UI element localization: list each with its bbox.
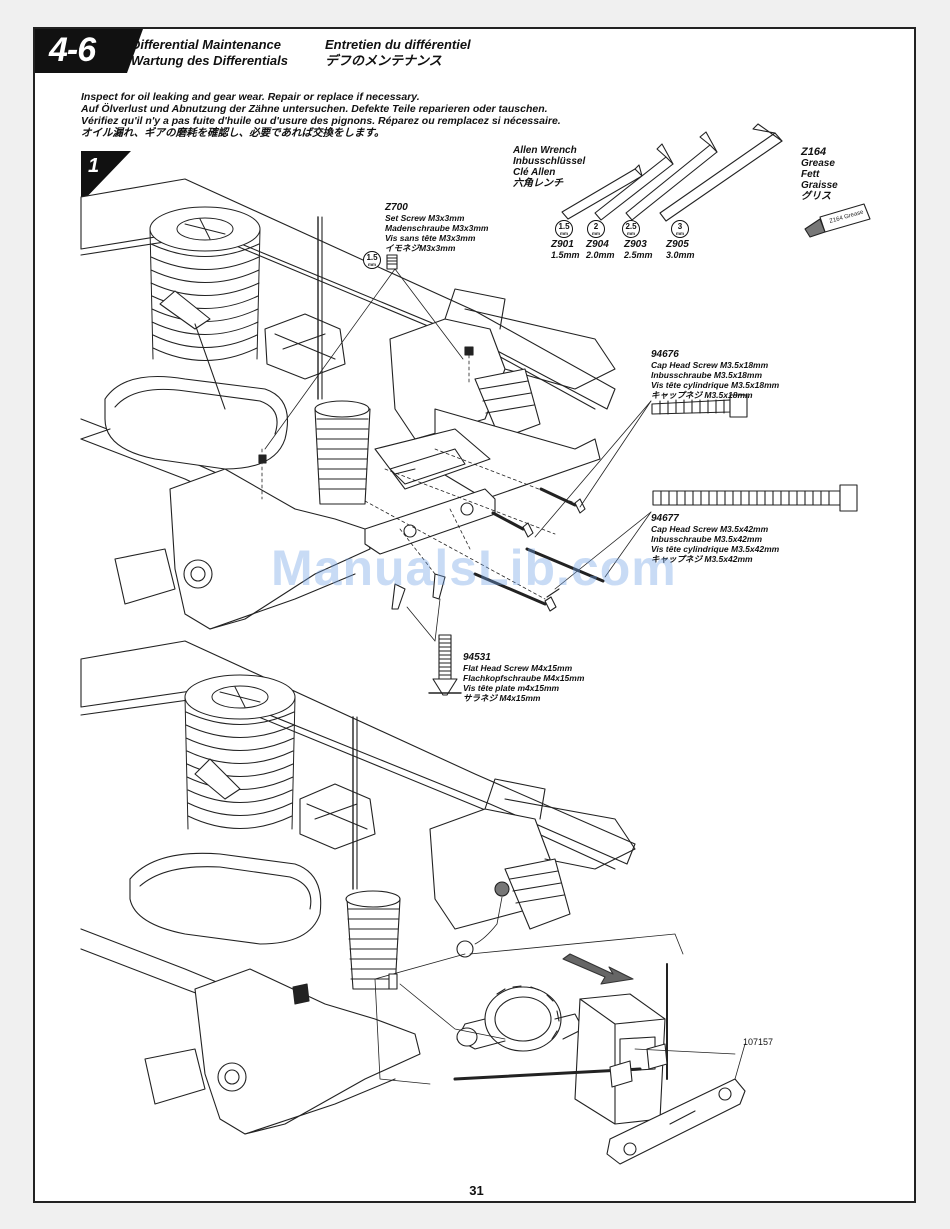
- instruction-de: Auf Ölverlust und Abnutzung der Zähne un…: [81, 103, 548, 115]
- instructions: Inspect for oil leaking and gear wear. R…: [81, 91, 561, 139]
- title-en: Differential Maintenance: [131, 37, 282, 52]
- part-94677: 94677 Cap Head Screw M3.5x42mm Inbusschr…: [651, 513, 780, 565]
- instruction-fr: Vérifiez qu'il n'y a pas fuite d'huile o…: [81, 115, 561, 127]
- assembly-drawing: Z164 Grease: [80, 123, 871, 1165]
- step-number: 4-6: [49, 31, 96, 69]
- step-badge: 4-6: [35, 29, 143, 73]
- allen-wrench-icons: [561, 123, 783, 222]
- top-chassis-drawing: [80, 178, 652, 642]
- differential-unit: [456, 985, 584, 1052]
- screw-94531-illustration: [428, 634, 462, 696]
- substep-number: 1: [88, 155, 100, 177]
- screw-94677-illustration: [652, 484, 858, 512]
- title-fr: Entretien du différentiel: [325, 37, 471, 52]
- instruction-jp: オイル漏れ、ギアの磨耗を確認し、必要であれば交換をします。: [81, 127, 385, 139]
- part-94531: 94531 Flat Head Screw M4x15mm Flachkopfs…: [463, 652, 585, 704]
- section-title-en-de: Differential Maintenance Wartung des Dif…: [131, 37, 288, 69]
- grease-label: Z164 Grease Fett Graisse グリス: [801, 146, 838, 203]
- part-z700: Z700 Set Screw M3x3mm Madenschraube M3x3…: [385, 202, 489, 254]
- screw-94676-illustration: [651, 394, 748, 418]
- part-94676: 94676 Cap Head Screw M3.5x18mm Inbusschr…: [651, 349, 780, 401]
- manual-page: 4-6 Differential Maintenance Wartung des…: [33, 27, 916, 1203]
- bottom-chassis-drawing: [80, 640, 746, 1165]
- removal-arrow: [562, 953, 634, 985]
- grease-tube-icon: Z164 Grease: [804, 203, 871, 238]
- part-107157: 107157: [743, 1037, 774, 1047]
- title-jp: デフのメンテナンス: [325, 53, 442, 68]
- watermark: ManualsLib.com: [271, 540, 677, 596]
- page-number: 31: [469, 1183, 484, 1198]
- instruction-en: Inspect for oil leaking and gear wear. R…: [81, 91, 420, 103]
- title-de: Wartung des Differentials: [131, 53, 288, 68]
- allen-wrench-label: Allen Wrench Inbusschlüssel Clé Allen 六角…: [513, 145, 586, 189]
- section-title-fr-jp: Entretien du différentiel デフのメンテナンス: [325, 37, 471, 69]
